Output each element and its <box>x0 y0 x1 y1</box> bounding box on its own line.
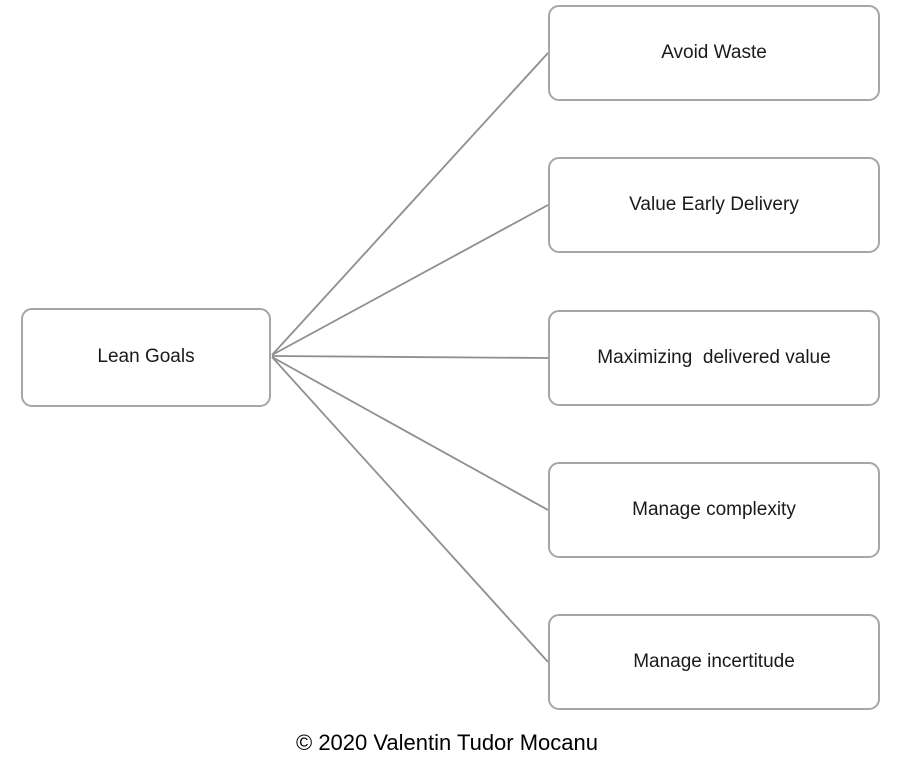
connector-line-manage-complexity <box>271 356 549 511</box>
node-label: Maximizing delivered value <box>597 346 831 368</box>
node-avoid-waste: Avoid Waste <box>548 5 880 101</box>
node-label: Manage complexity <box>632 498 796 520</box>
node-label: Manage incertitude <box>633 650 795 672</box>
node-label: Avoid Waste <box>661 41 767 63</box>
node-manage-incertitude: Manage incertitude <box>548 614 880 710</box>
node-lean-goals: Lean Goals <box>21 308 271 407</box>
connector-line-avoid-waste <box>271 52 549 356</box>
connector-line-value-early-delivery <box>271 204 549 356</box>
node-value-early-delivery: Value Early Delivery <box>548 157 880 253</box>
node-label: Lean Goals <box>97 346 195 368</box>
node-maximizing-delivered-value: Maximizing delivered value <box>548 310 880 406</box>
node-label: Value Early Delivery <box>629 193 799 215</box>
connector-line-maximizing-delivered-value <box>271 355 549 359</box>
node-manage-complexity: Manage complexity <box>548 462 880 558</box>
copyright-caption: © 2020 Valentin Tudor Mocanu <box>296 730 598 755</box>
connector-line-manage-incertitude <box>271 356 549 663</box>
